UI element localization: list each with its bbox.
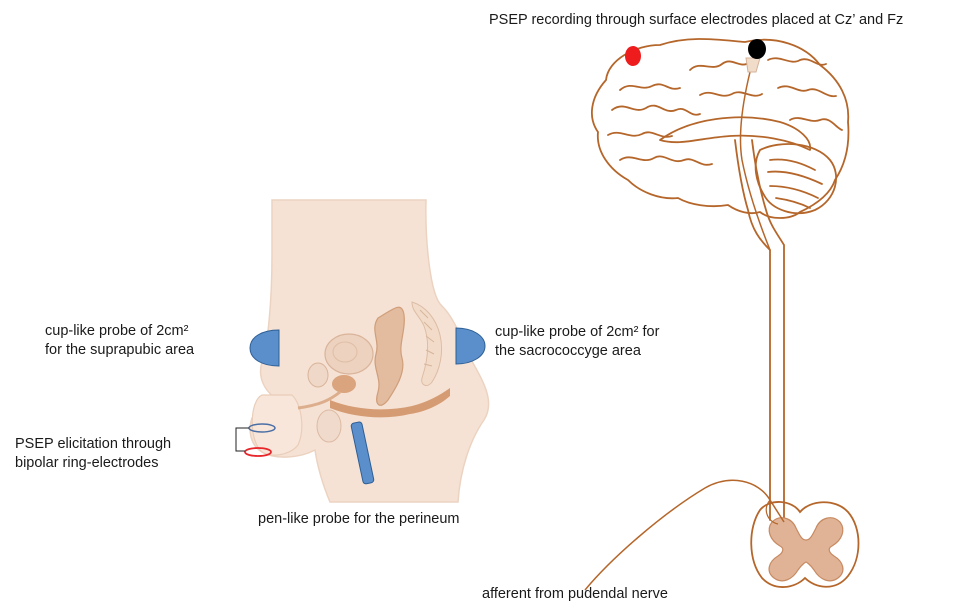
elicitation-label: PSEP elicitation through bipolar ring-el…: [15, 435, 171, 473]
bladder: [325, 334, 373, 374]
perineum-text: pen-like probe for the perineum: [258, 510, 460, 529]
suprapubic-probe-icon: [250, 330, 279, 366]
suprapubic-line-2: for the suprapubic area: [45, 341, 194, 360]
recording-label: PSEP recording through surface electrode…: [489, 11, 903, 30]
vertex-tissue: [746, 58, 760, 72]
sacrococcyge-line-1: cup-like probe of 2cm² for: [495, 323, 659, 342]
electrode-fz-black-icon: [748, 39, 766, 59]
suprapubic-label: cup-like probe of 2cm² for the suprapubi…: [45, 322, 194, 360]
sacrococcyge-label: cup-like probe of 2cm² for the sacrococc…: [495, 323, 659, 361]
testis: [317, 410, 341, 442]
sacrococcyge-probe-icon: [456, 328, 485, 364]
elicitation-line-2: bipolar ring-electrodes: [15, 454, 171, 473]
electrode-cz-red-icon: [625, 46, 641, 66]
seminal-vesicle: [308, 363, 328, 387]
elicitation-line-1: PSEP elicitation through: [15, 435, 171, 454]
recording-text: PSEP recording through surface electrode…: [489, 11, 903, 30]
perineum-label: pen-like probe for the perineum: [258, 510, 460, 529]
electrode-lead: [236, 428, 249, 451]
penis-shape: [252, 395, 302, 455]
suprapubic-line-1: cup-like probe of 2cm²: [45, 322, 194, 341]
afferent-label: afferent from pudendal nerve: [482, 585, 668, 604]
sacrococcyge-line-2: the sacrococcyge area: [495, 342, 659, 361]
prostate: [332, 375, 356, 393]
brain-icon: [592, 39, 849, 520]
grey-matter: [769, 518, 843, 581]
afferent-text: afferent from pudendal nerve: [482, 585, 668, 604]
afferent-nerve-line: [585, 480, 784, 590]
